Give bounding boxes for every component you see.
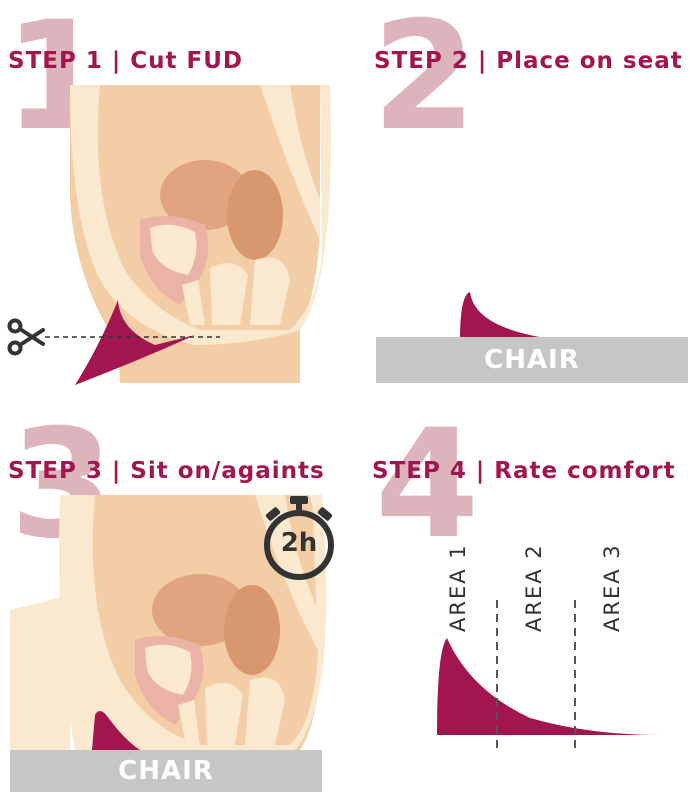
timer-label: 2h (276, 528, 322, 558)
fud-device-step2 (460, 292, 560, 340)
chair-step2: CHAIR (376, 337, 688, 383)
chair-step3: CHAIR (10, 750, 322, 792)
step1-anatomy-illustration (45, 85, 331, 385)
area-1-label: AREA 1 (446, 543, 470, 632)
step-4-title: STEP 4 | Rate comfort (372, 458, 676, 484)
step-2-title: STEP 2 | Place on seat (374, 48, 683, 74)
step-1-title: STEP 1 | Cut FUD (8, 48, 243, 74)
area-2-label: AREA 2 (522, 543, 546, 632)
fud-device-step4 (437, 638, 660, 735)
area-3-label: AREA 3 (600, 543, 624, 632)
scissors-icon (10, 321, 44, 354)
step-3-title: STEP 3 | Sit on/againts (8, 458, 325, 484)
